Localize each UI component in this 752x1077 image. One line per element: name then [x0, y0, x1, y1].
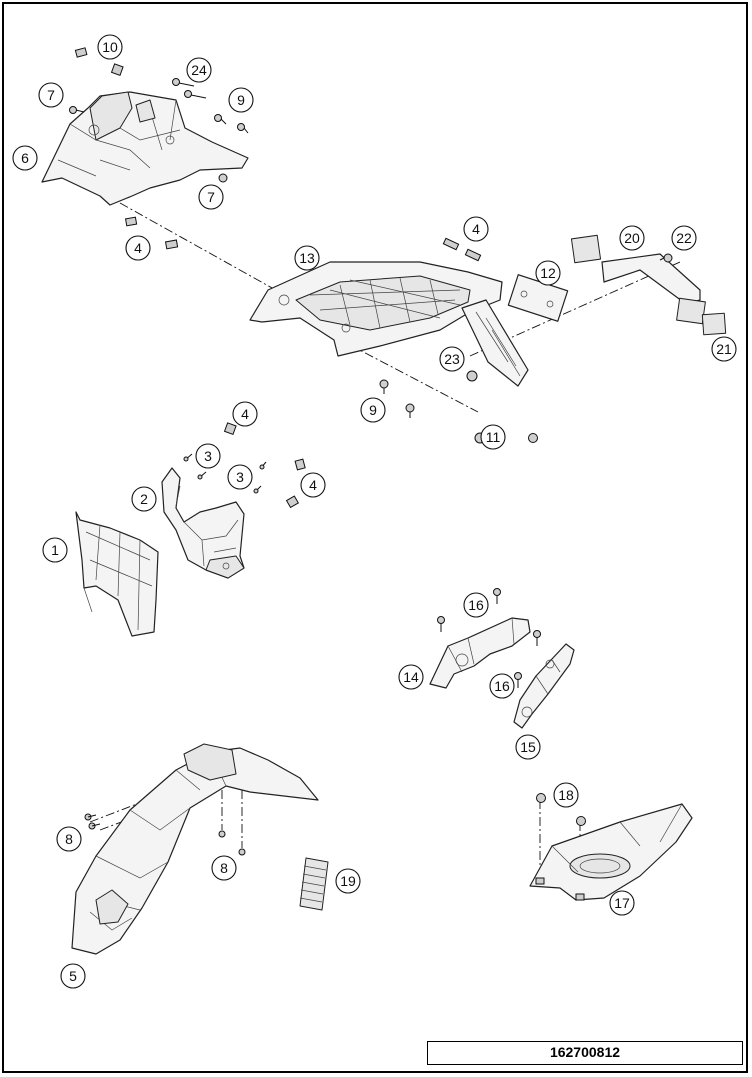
callout-label: 14 [403, 669, 419, 685]
callout-label: 7 [47, 87, 55, 103]
callout-label: 22 [676, 230, 692, 246]
callout-label: 4 [472, 221, 480, 237]
callout-label: 10 [102, 39, 118, 55]
callout-18: 18 [553, 782, 579, 808]
headlight-mask-part [75, 511, 159, 637]
callout-9: 9 [228, 87, 254, 113]
callout-11: 11 [480, 424, 506, 450]
callout-label: 18 [558, 787, 574, 803]
callout-7: 7 [198, 184, 224, 210]
callout-7: 7 [38, 82, 64, 108]
callout-label: 7 [207, 189, 215, 205]
callout-label: 2 [140, 491, 148, 507]
callout-label: 19 [340, 873, 356, 889]
tank-cover-part [529, 793, 693, 901]
callout-label: 11 [486, 429, 501, 445]
rear-fender-part [249, 261, 529, 387]
callout-3: 3 [195, 443, 221, 469]
headlight-bracket-part [161, 467, 245, 579]
callout-label: 16 [468, 597, 484, 613]
callout-3: 3 [227, 464, 253, 490]
callout-label: 1 [51, 542, 59, 558]
callout-16: 16 [489, 673, 515, 699]
callout-22: 22 [671, 225, 697, 251]
callout-label: 16 [494, 678, 510, 694]
callout-label: 8 [65, 831, 73, 847]
callout-20: 20 [619, 225, 645, 251]
callout-5: 5 [60, 963, 86, 989]
callout-15: 15 [515, 734, 541, 760]
license-plate-parts [466, 234, 727, 382]
callout-label: 12 [540, 265, 556, 281]
front-fender-part [71, 743, 319, 955]
callout-label: 15 [520, 739, 536, 755]
hardware-under-fender [379, 379, 538, 444]
hardware-top-middle [442, 237, 482, 262]
callout-2: 2 [131, 486, 157, 512]
rear-fender-carrier-part [41, 91, 249, 206]
foam-strip-part [299, 857, 329, 911]
callout-8: 8 [56, 826, 82, 852]
document-number: 162700812 [427, 1041, 743, 1065]
callout-24: 24 [186, 57, 212, 83]
callout-label: 6 [21, 150, 29, 166]
callout-label: 4 [241, 406, 249, 422]
callout-14: 14 [398, 664, 424, 690]
callout-label: 3 [204, 448, 212, 464]
callout-19: 19 [335, 868, 361, 894]
callout-4: 4 [300, 472, 326, 498]
callout-17: 17 [609, 890, 635, 916]
callout-label: 3 [236, 469, 244, 485]
callout-label: 21 [716, 341, 732, 357]
callout-label: 24 [191, 62, 207, 78]
hardware-headlight [183, 422, 306, 509]
hardware-top-left [69, 47, 249, 250]
side-cover-parts [429, 588, 575, 729]
callout-21: 21 [711, 336, 737, 362]
callout-label: 13 [299, 250, 315, 266]
callout-label: 4 [134, 240, 142, 256]
callout-13: 13 [294, 245, 320, 271]
callout-16: 16 [463, 592, 489, 618]
callout-label: 17 [614, 895, 630, 911]
callout-9: 9 [360, 397, 386, 423]
callout-label: 5 [69, 968, 77, 984]
callout-label: 9 [237, 92, 245, 108]
callout-label: 8 [220, 860, 228, 876]
callout-10: 10 [97, 34, 123, 60]
callout-6: 6 [12, 145, 38, 171]
callout-label: 23 [444, 351, 460, 367]
callout-label: 9 [369, 402, 377, 418]
callout-label: 20 [624, 230, 640, 246]
callout-4: 4 [232, 401, 258, 427]
callout-23: 23 [439, 346, 465, 372]
callout-1: 1 [42, 537, 68, 563]
callout-12: 12 [535, 260, 561, 286]
callout-4: 4 [125, 235, 151, 261]
callout-4: 4 [463, 216, 489, 242]
callout-8: 8 [211, 855, 237, 881]
callout-label: 4 [309, 477, 317, 493]
